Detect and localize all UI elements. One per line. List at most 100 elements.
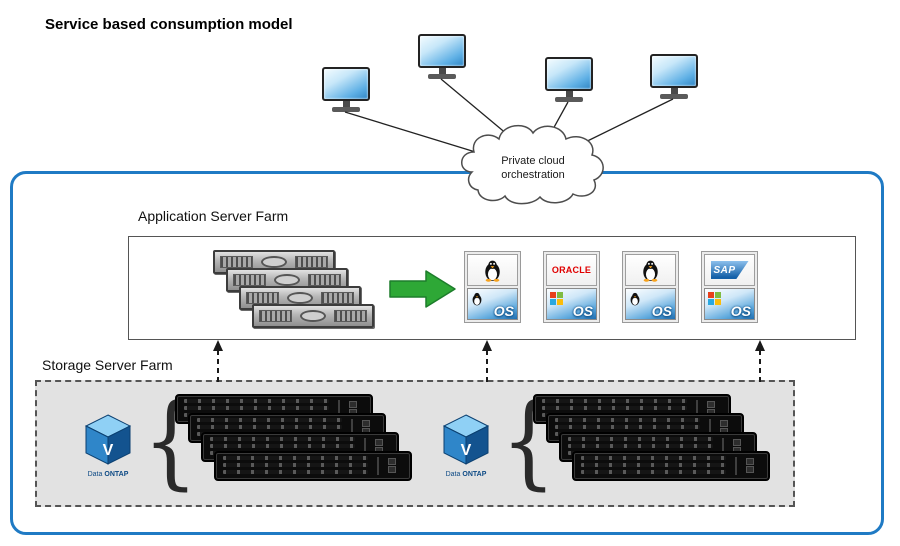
os-label: OS: [730, 303, 751, 319]
sap-shape: SAP: [710, 261, 749, 279]
rack-vent: [233, 274, 266, 286]
storage-server-farm-label: Storage Server Farm: [42, 357, 173, 373]
rack-vent: [308, 274, 341, 286]
ontap-v-letter: V: [461, 442, 472, 459]
vm-tile-sap: SAP OS: [701, 251, 758, 323]
private-cloud-boundary-box: [10, 171, 884, 535]
sap-logo: SAP: [704, 254, 755, 286]
client-connector-line: [440, 78, 521, 146]
rack-badge: [300, 310, 326, 322]
drive-slot-row: [197, 425, 342, 429]
drive-slot-row: [184, 399, 329, 403]
client-connector-line: [564, 98, 674, 153]
rack-vent: [220, 256, 253, 268]
drive-slot-row: [223, 463, 368, 467]
linux-penguin-icon: [625, 254, 676, 286]
controller-panel: [377, 457, 405, 475]
desktop-monitor-icon: [649, 54, 699, 99]
drive-slot-row: [210, 444, 355, 448]
drive-slot-row: [555, 425, 700, 429]
controller-panel: [696, 400, 724, 418]
monitor-base: [332, 107, 360, 112]
drive-slot-row: [581, 463, 726, 467]
drive-slot-row: [542, 406, 687, 410]
rack-vent: [246, 292, 279, 304]
monitor-screen: [322, 67, 370, 101]
linux-penguin-icon: [629, 292, 641, 311]
penguin-graphic: [643, 260, 658, 282]
drive-slot-row: [581, 470, 726, 474]
client-connector-line: [344, 111, 509, 163]
ontap-v-letter: V: [103, 442, 114, 459]
monitor-base: [555, 97, 583, 102]
desktop-monitor-icon: [544, 57, 594, 102]
rack-vent: [334, 310, 367, 322]
controller-panel: [709, 419, 737, 437]
monitor-stand: [565, 91, 573, 97]
desktop-monitor-icon: [321, 67, 371, 112]
application-server-farm-label: Application Server Farm: [138, 208, 289, 224]
drive-slot-row: [210, 437, 355, 441]
status-led: [720, 420, 728, 427]
cloud-label-line1: Private cloud: [501, 155, 565, 167]
drive-slot-row: [223, 470, 368, 474]
rack-vent: [259, 310, 292, 322]
status-led: [733, 439, 741, 446]
storage-array: [572, 451, 770, 481]
monitor-screen: [418, 34, 466, 68]
rack-badge: [274, 274, 300, 286]
drive-slot-row: [555, 418, 700, 422]
vm-tile-oracle: ORACLE OS: [543, 251, 600, 323]
drive-slot-row: [568, 444, 713, 448]
os-badge: OS: [625, 288, 676, 320]
drive-slot-row: [542, 399, 687, 403]
vm-tile-linux: OS: [622, 251, 679, 323]
status-led: [349, 401, 357, 408]
os-label: OS: [493, 303, 514, 319]
monitor-stand: [438, 68, 446, 74]
os-label: OS: [572, 303, 593, 319]
storage-array: [214, 451, 412, 481]
status-led: [362, 420, 370, 427]
status-led: [388, 466, 396, 473]
linux-penguin-icon: [467, 254, 518, 286]
os-label: OS: [651, 303, 672, 319]
os-badge: OS: [704, 288, 755, 320]
client-connector-line: [546, 101, 569, 141]
oracle-wordmark: ORACLE: [551, 265, 592, 275]
rack-vent: [321, 292, 354, 304]
rack-badge: [261, 256, 287, 268]
status-led: [707, 401, 715, 408]
desktop-monitor-icon: [417, 34, 467, 79]
status-led: [746, 458, 754, 465]
diagram-title: Service based consumption model: [45, 16, 293, 33]
os-badge: OS: [546, 288, 597, 320]
rack-vent: [295, 256, 328, 268]
oracle-logo: ORACLE: [546, 254, 597, 286]
linux-penguin-icon: [471, 292, 483, 311]
windows-logo-icon: [550, 292, 563, 305]
rack-badge: [287, 292, 313, 304]
drive-slot-row: [581, 456, 726, 460]
monitor-base: [660, 94, 688, 99]
status-led: [388, 458, 396, 465]
app-server-rack: [252, 304, 374, 328]
drive-slot-row: [197, 418, 342, 422]
vm-tile-linux: OS: [464, 251, 521, 323]
drive-slot-row: [184, 406, 329, 410]
monitor-stand: [670, 88, 678, 94]
monitor-screen: [545, 57, 593, 91]
monitor-base: [428, 74, 456, 79]
penguin-graphic: [485, 260, 500, 282]
controller-panel: [351, 419, 379, 437]
os-badge: OS: [467, 288, 518, 320]
drive-slot-row: [223, 456, 368, 460]
drive-slot-row: [568, 437, 713, 441]
controller-panel: [735, 457, 763, 475]
sap-wordmark: SAP: [713, 264, 736, 276]
